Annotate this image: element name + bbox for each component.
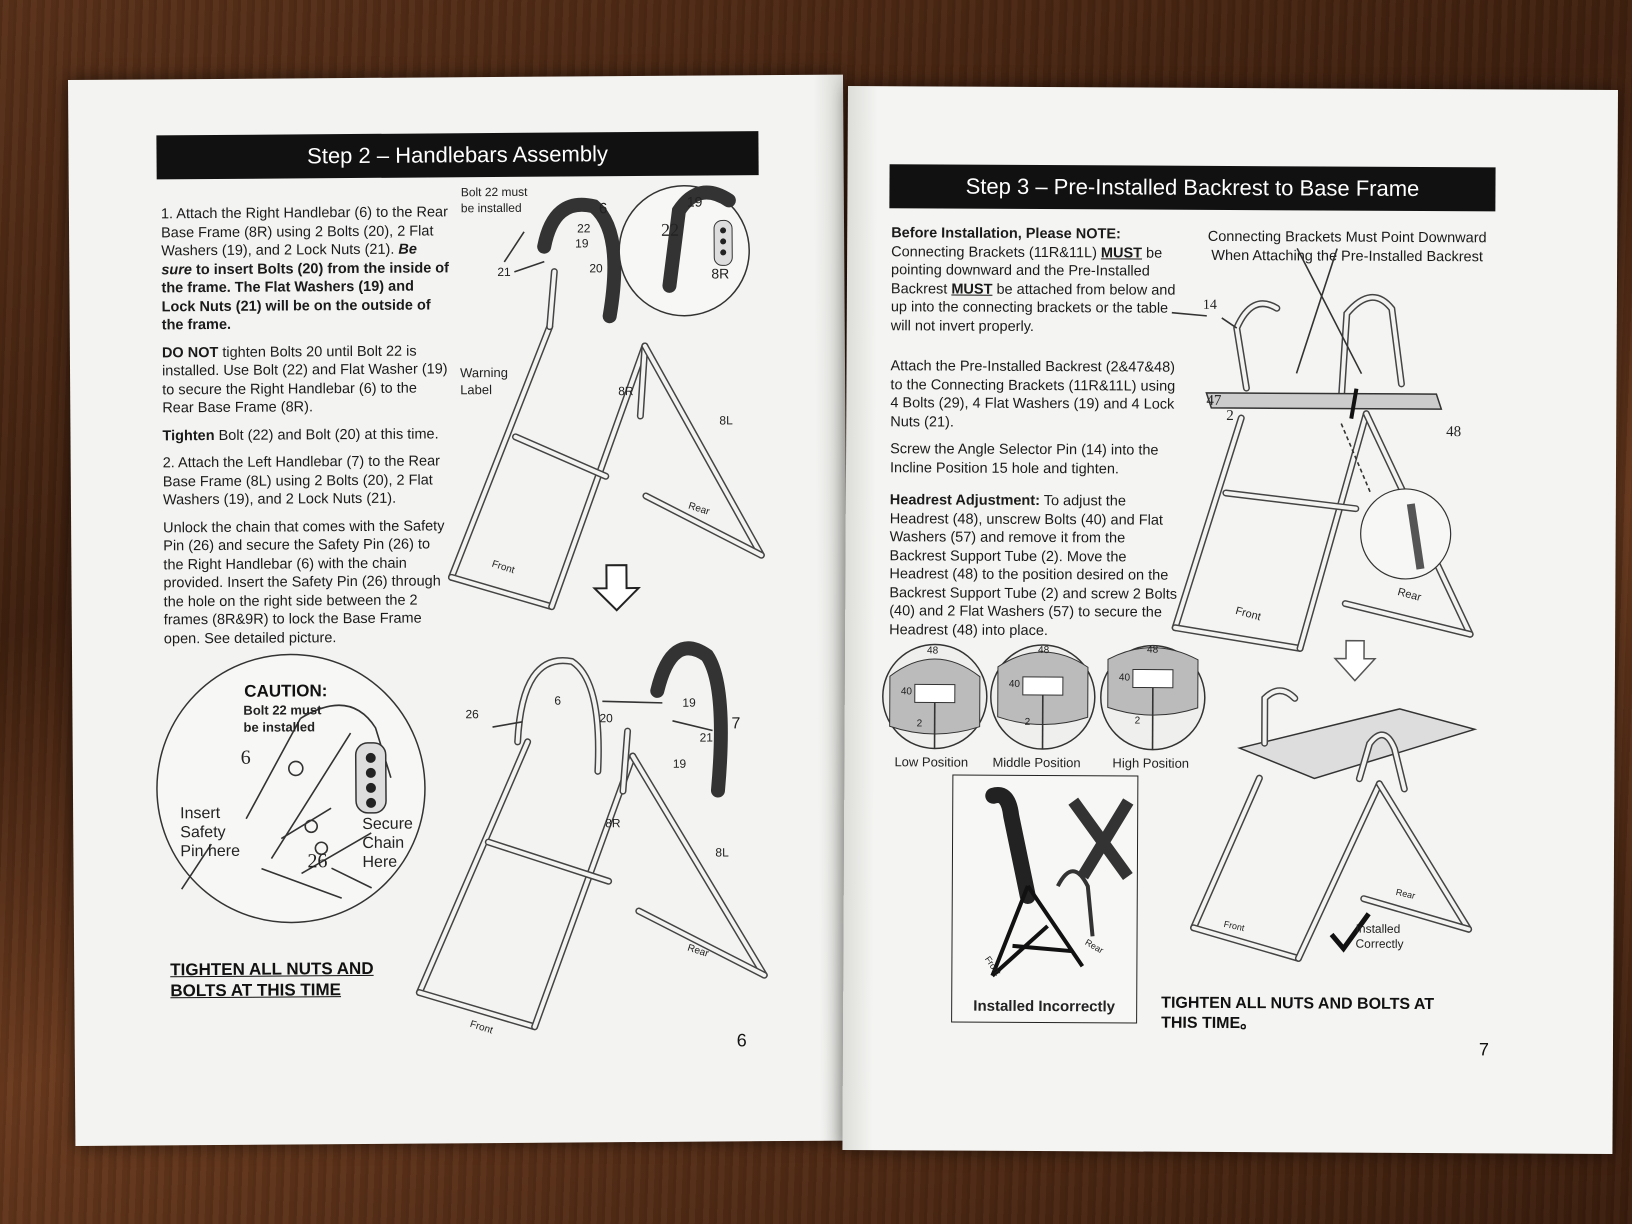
part-19-detail: 19 (686, 193, 703, 210)
num-40-low: 40 (900, 686, 912, 698)
headrest-title: Headrest Adjustment: (889, 492, 1041, 510)
part-19-bottom-2: 19 (672, 756, 687, 771)
insert-safety-pin-label: Insert Safety Pin here (180, 804, 240, 861)
num-2-mid: 2 (1024, 716, 1031, 728)
manual-page-right: Step 3 – Pre-Installed Backrest to Base … (842, 86, 1618, 1155)
step-3-instructions: Before Installation, Please NOTE: Connec… (889, 224, 1181, 650)
attach-instruction: Attach the Pre-Installed Backrest (2&47&… (890, 358, 1176, 431)
secure-line-2: Chain (362, 834, 405, 852)
secure-line-3: Here (362, 853, 398, 871)
page-number-left: 6 (736, 1030, 747, 1051)
do-not-emphasis: DO NOT (161, 344, 219, 361)
part-22-top: 22 (576, 221, 591, 236)
part-20-top: 20 (589, 261, 603, 276)
num-48-high: 48 (1147, 644, 1159, 656)
note-part-a: Connecting Brackets (11R&11L) (891, 243, 1101, 261)
handlebar-frame-diagram-top (447, 184, 765, 611)
caution-bolt-note-1: Bolt 22 must (243, 702, 322, 718)
bracket-note-line-2: When Attaching the Pre-Installed Backres… (1211, 247, 1483, 265)
tighten-all-nuts-left: TIGHTEN ALL NUTS AND BOLTS AT THIS TIME (170, 958, 374, 1001)
note-title: Before Installation, Please NOTE: (891, 225, 1121, 243)
caution-bolt-note-2: be installed (243, 719, 316, 735)
num-48-mid: 48 (1038, 645, 1050, 657)
part-21-top: 21 (497, 264, 511, 280)
backrest-frame-diagram-top (1171, 247, 1474, 652)
step-2-instructions: 1. Attach the Right Handlebar (6) to the… (161, 203, 454, 657)
part-20-bottom: 20 (599, 711, 613, 726)
caution-detail-circle (156, 653, 426, 924)
incorrect-install-diagram (985, 787, 1134, 978)
part-6-top: 6 (598, 200, 608, 218)
middle-position-label: Middle Position (992, 754, 1081, 771)
part-26-bottom: 26 (465, 707, 479, 722)
num-40-mid: 40 (1008, 678, 1021, 690)
tighten-right-line-1: TIGHTEN ALL NUTS AND BOLTS AT (1161, 994, 1435, 1014)
headrest-instruction: To adjust the Headrest (48), unscrew Bol… (889, 493, 1178, 639)
num-40-high: 40 (1118, 672, 1131, 684)
part-8R-bottom: 8R (605, 816, 621, 831)
part-19-bottom: 19 (682, 695, 696, 710)
num-48-low: 48 (927, 645, 939, 657)
num-2-high: 2 (1134, 715, 1141, 727)
part-7-bottom: 7 (731, 715, 741, 733)
num-2-low: 2 (916, 718, 923, 730)
low-position-label: Low Position (894, 754, 969, 770)
insert-line-1: Insert (180, 804, 221, 823)
note-must-1: MUST (1100, 244, 1143, 262)
step-2-banner: Step 2 – Handlebars Assembly (156, 131, 759, 180)
bolt-direction-note: to insert Bolts (20) from the inside of … (161, 259, 450, 334)
part-21-bottom: 21 (699, 730, 714, 745)
headrest-position-diagrams (882, 643, 1206, 751)
installed-incorrectly-box: Front Rear Installed Incorrectly (951, 774, 1139, 1024)
part-19-top: 19 (575, 236, 589, 251)
high-position-label: High Position (1112, 755, 1190, 771)
num-47: 47 (1206, 392, 1222, 409)
installed-incorrectly-label: Installed Incorrectly (973, 997, 1116, 1016)
down-arrow-right-icon (1333, 639, 1377, 682)
caution-num-26: 26 (307, 850, 328, 873)
tighten-left-line-2: BOLTS AT THIS TIME (170, 980, 342, 1001)
secure-chain-label: Secure Chain Here (362, 815, 413, 872)
insert-line-2: Safety (180, 823, 226, 842)
num-48-frame: 48 (1446, 424, 1462, 441)
tighten-right-line-2: THIS TIME。 (1161, 1014, 1257, 1033)
part-8L-top: 8L (719, 413, 733, 428)
instruction-tighten: Bolt (22) and Bolt (20) at this time. (214, 425, 439, 444)
installed-correctly-line-1: Installed (1355, 921, 1401, 936)
installed-correctly-line-2: Correctly (1355, 936, 1404, 951)
warning-label-2: Label (460, 382, 493, 398)
tighten-left-line-1: TIGHTEN ALL NUTS AND (170, 958, 374, 980)
warning-label-1: Warning (460, 364, 509, 381)
caution-num-6: 6 (240, 746, 251, 769)
installed-correctly-label: Installed Correctly (1355, 922, 1403, 952)
num-2-frame: 2 (1226, 407, 1234, 425)
page-number-right: 7 (1478, 1039, 1490, 1060)
backrest-frame-diagram-correct (1190, 687, 1478, 962)
manual-page-left: Step 2 – Handlebars Assembly 1. Attach t… (68, 74, 851, 1146)
screw-instruction: Screw the Angle Selector Pin (14) into t… (889, 441, 1159, 477)
part-8R-top: 8R (618, 384, 634, 399)
instruction-2: 2. Attach the Left Handlebar (7) to the … (162, 453, 441, 509)
part-6-bottom: 6 (554, 693, 562, 708)
handlebar-frame-diagram-bottom (415, 641, 768, 1031)
part-8L-bottom: 8L (715, 845, 729, 860)
caution-title: CAUTION: (244, 681, 328, 701)
bracket-note: Connecting Brackets Must Point Downward … (1197, 228, 1497, 267)
num-14: 14 (1202, 297, 1217, 313)
bracket-note-line-1: Connecting Brackets Must Point Downward (1207, 228, 1487, 247)
part-8R-detail: 8R (711, 265, 730, 282)
bolt-22-note-line-2: be installed (460, 200, 522, 216)
instruction-safety-pin: Unlock the chain that comes with the Saf… (163, 517, 445, 647)
part-22-detail: 22 (660, 219, 680, 240)
note-must-2: MUST (951, 281, 993, 298)
bolt-22-note-line-1: Bolt 22 must (460, 184, 528, 200)
tighten-emphasis: Tighten (162, 427, 215, 444)
insert-line-3: Pin here (180, 842, 241, 861)
step-3-banner: Step 3 – Pre-Installed Backrest to Base … (889, 164, 1496, 212)
tighten-all-nuts-right: TIGHTEN ALL NUTS AND BOLTS AT THIS TIME。 (1161, 994, 1434, 1035)
down-arrow-icon (592, 564, 641, 612)
secure-line-1: Secure (362, 815, 413, 833)
